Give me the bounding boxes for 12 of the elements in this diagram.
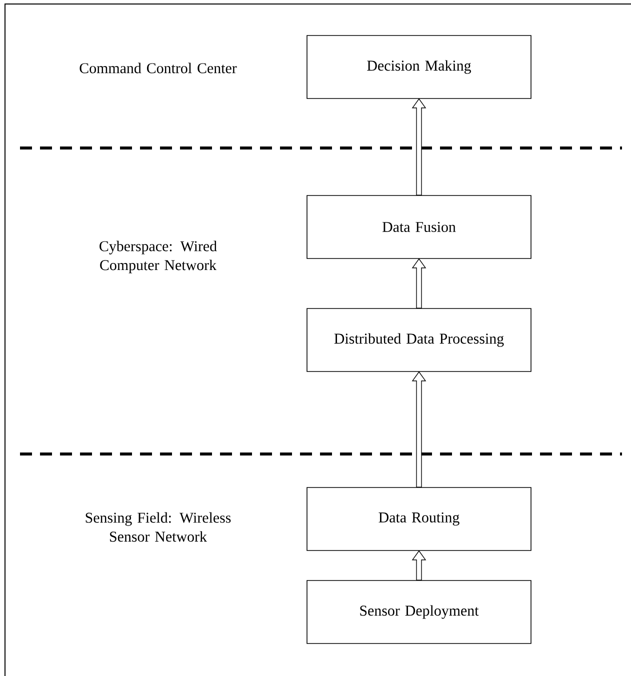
arrow (412, 371, 426, 488)
arrow (412, 98, 426, 196)
section-label: Sensing Field: Wireless Sensor Network (86, 512, 231, 542)
process-box: Data Routing (306, 487, 532, 551)
process-box: Data Fusion (306, 195, 532, 259)
process-box: Distributed Data Processing (306, 308, 532, 372)
process-box: Sensor Deployment (306, 580, 532, 644)
arrow (412, 258, 426, 308)
arrow (412, 550, 426, 580)
process-box: Decision Making (306, 35, 532, 99)
section-label: Command Control Center (80, 62, 237, 74)
section-label: Cyberspace: Wired Computer Network (100, 240, 217, 274)
